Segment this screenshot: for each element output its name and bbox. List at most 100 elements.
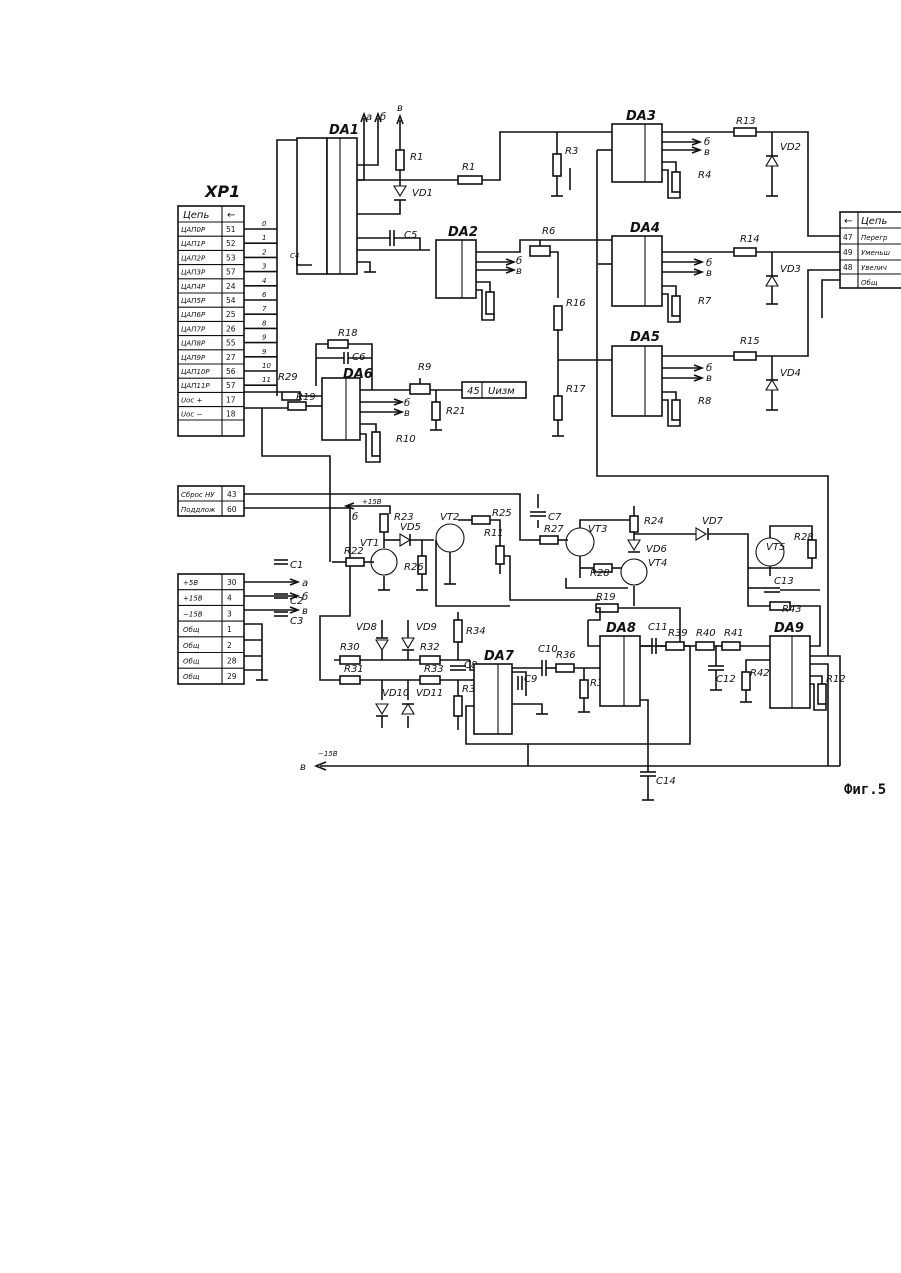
r6-label: R6 [542, 226, 555, 237]
rail-a-label-top: а [366, 112, 372, 123]
bus-line-number: 9 [262, 348, 267, 356]
chip-da9-label: DA9 [774, 621, 804, 636]
connector-xp1-row-pin: 57 [226, 381, 236, 390]
connector-xp1-title: XP1 [204, 182, 240, 201]
connector-xp1-header-name: Цепь [183, 210, 209, 221]
connector-right-row-pin: 48 [843, 263, 853, 272]
connector-right-row-name: Общ [861, 279, 878, 287]
connector-xp1-row-pin: 57 [226, 268, 236, 277]
c13-label: C13 [774, 576, 794, 587]
rail-v-da4: в [706, 268, 712, 279]
vd9-label: VD9 [416, 622, 437, 633]
power-connector-row-pin: 28 [227, 657, 237, 666]
r26-label: R26 [404, 562, 424, 573]
r25-label: R25 [492, 508, 512, 519]
chip-da2-label: DA2 [448, 225, 478, 240]
connector-xp1-row-name: ЦАП10Р [181, 368, 210, 376]
connector-xp1-row-name: Uос − [181, 411, 202, 419]
bus-line-number: 10 [262, 362, 271, 370]
connector-xp1-row-pin: 17 [226, 395, 236, 404]
connector-xp1-row-name: ЦАП0Р [181, 226, 206, 234]
c12-label: C12 [716, 674, 736, 685]
connector-xp1-row-pin: 24 [226, 282, 236, 291]
connector-xp1-row-name: ЦАП1Р [181, 240, 206, 248]
power-connector-row-name: +5В [183, 579, 198, 587]
chip-da1 [297, 138, 357, 274]
connector-xp1-row-name: ЦАП6Р [181, 311, 206, 319]
chip-da6 [322, 378, 360, 440]
connector-xp1-row-name: ЦАП7Р [181, 325, 206, 333]
chip-da6-label: DA6 [343, 367, 373, 382]
r40-label: R40 [696, 628, 716, 639]
connector-xp1-row-pin: 54 [226, 296, 236, 305]
bus-line-number: 6 [262, 291, 267, 299]
chip-da4-label: DA4 [630, 221, 660, 236]
rail-v-da3: в [704, 147, 710, 158]
r9-label: R9 [418, 362, 431, 373]
r13-label: R13 [736, 116, 756, 127]
power-connector-row-name: +15В [183, 595, 203, 603]
vd10-label: VD10 [382, 688, 409, 699]
connector-xp1-row-pin: 51 [226, 225, 236, 234]
r39-label: R39 [668, 628, 688, 639]
power-connector-row-name: Общ [183, 673, 200, 681]
bus-line-number: 4 [262, 277, 266, 285]
power-connector-row-name: −15В [183, 610, 203, 618]
c10-label: C10 [538, 644, 558, 655]
rail-plus15-label: +15В [362, 498, 382, 506]
connector-xp1-row-pin: 52 [226, 239, 236, 248]
bus-line-number: 11 [262, 376, 271, 384]
vd6-label: VD6 [646, 544, 667, 555]
rail-v-da2: в [516, 266, 522, 277]
c14-label: C14 [656, 776, 676, 787]
rail-a-power: а [302, 578, 308, 589]
r12-label: R12 [826, 674, 846, 685]
bus-line-number: 1 [262, 234, 266, 242]
connector-xp1-row-name: Uос + [181, 396, 202, 404]
chip-da4 [612, 236, 662, 306]
bus-line-number: 3 [262, 263, 266, 271]
connector-xp1-row-pin: 27 [226, 353, 236, 362]
r28-vt5-label: R28 [794, 532, 814, 543]
r11-label: R11 [484, 528, 504, 539]
chip-da7-label: DA7 [484, 649, 515, 664]
power-connector-row-pin: 3 [227, 609, 232, 618]
rail-v-power: в [302, 606, 308, 617]
control-input-reset-name: Сброс НУ [181, 491, 215, 499]
r10-label: R10 [396, 434, 416, 445]
r19-label-da8: R19 [596, 592, 616, 603]
rail-b-supply: б [352, 511, 358, 523]
connector-xp1-row-pin: 25 [226, 310, 236, 319]
connector-xp1-row-pin: 56 [226, 367, 236, 376]
connector-xp1-row-name: ЦАП11Р [181, 382, 210, 390]
chip-da8-label: DA8 [606, 621, 636, 636]
vt3-label: VT3 [588, 524, 607, 535]
bus-line-number: 8 [262, 319, 267, 327]
vd1-label: VD1 [412, 188, 433, 199]
chip-da9 [770, 636, 810, 708]
vt4-label: VT4 [648, 558, 667, 569]
connector-xp1-header-arrow: ← [227, 210, 235, 221]
r18-label: R18 [338, 328, 358, 339]
chip-da5 [612, 346, 662, 416]
r14-label: R14 [740, 234, 760, 245]
chip-da3-label: DA3 [626, 109, 656, 124]
rail-v-bottom: в [300, 762, 306, 773]
c7-label: C7 [548, 512, 562, 523]
r1-left-label: R1 [410, 152, 423, 163]
power-connector-row-pin: 30 [227, 578, 237, 587]
connector-xp1-row-name: ЦАП2Р [181, 254, 206, 262]
connector-right-row-name: Уменьш [861, 249, 891, 257]
vd8-label: VD8 [356, 622, 377, 633]
connector-xp1-row-name: ЦАП5Р [181, 297, 206, 305]
r27-label: R27 [544, 524, 564, 535]
r19-label-da6: R19 [296, 392, 316, 403]
bus-line-number: 0 [262, 220, 267, 228]
rail-b-power: б [302, 591, 308, 603]
connector-xp1-row-name: ЦАП3Р [181, 269, 206, 277]
connector-xp1-row-name: ЦАП9Р [181, 354, 206, 362]
vd5-label: VD5 [400, 522, 421, 533]
chip-da5-label: DA5 [630, 330, 660, 345]
bus-line-number: 2 [262, 248, 267, 256]
